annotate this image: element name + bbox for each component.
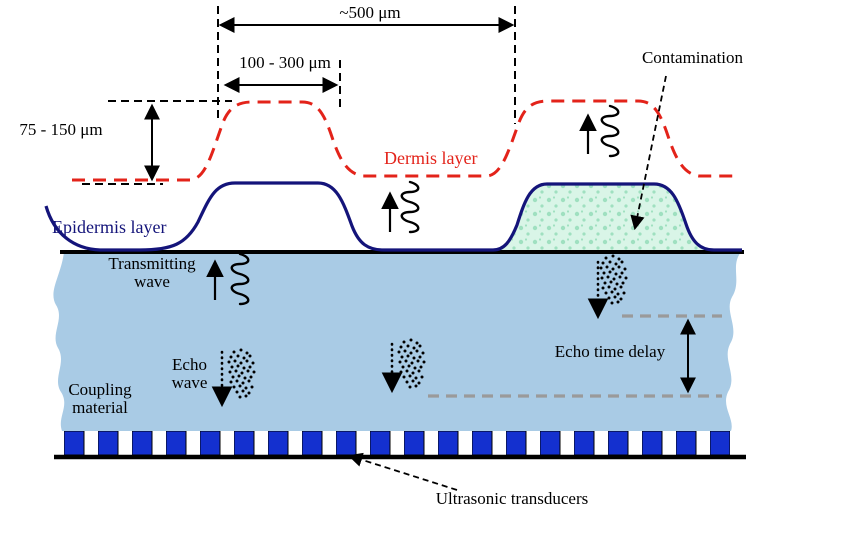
echo-time-delay-label: Echo time delay [554, 342, 666, 361]
ridge-width-dimension-label: 100 - 300 μm [239, 53, 331, 72]
ridge-height-dimension-label: 75 - 150 μm [19, 120, 103, 139]
ultrasonic-transducers-label: Ultrasonic transducers [435, 489, 589, 508]
contamination-speckle-texture [493, 184, 714, 251]
epidermis-curve [44, 181, 742, 252]
contamination-label: Contamination [641, 48, 744, 67]
transmit-coil-valley [400, 180, 420, 234]
ultrasonic-transducer-array [64, 431, 730, 455]
coupling-material-label: Coupling material [68, 380, 132, 417]
dermis-curve [72, 99, 740, 182]
echo-wave-label: Echo wave [171, 355, 208, 392]
pitch-dimension-label: ~500 μm [339, 3, 401, 22]
transmit-coil-ridge [600, 104, 620, 158]
contamination-leader-arrow [630, 75, 667, 231]
transmitting-wave-label: Transmitting wave [108, 254, 196, 291]
epidermis-layer-label: Epidermis layer [52, 217, 167, 237]
coupling-material-region [53, 252, 742, 431]
dermis-layer-label: Dermis layer [384, 148, 478, 168]
transducers-leader-arrow [347, 452, 458, 491]
